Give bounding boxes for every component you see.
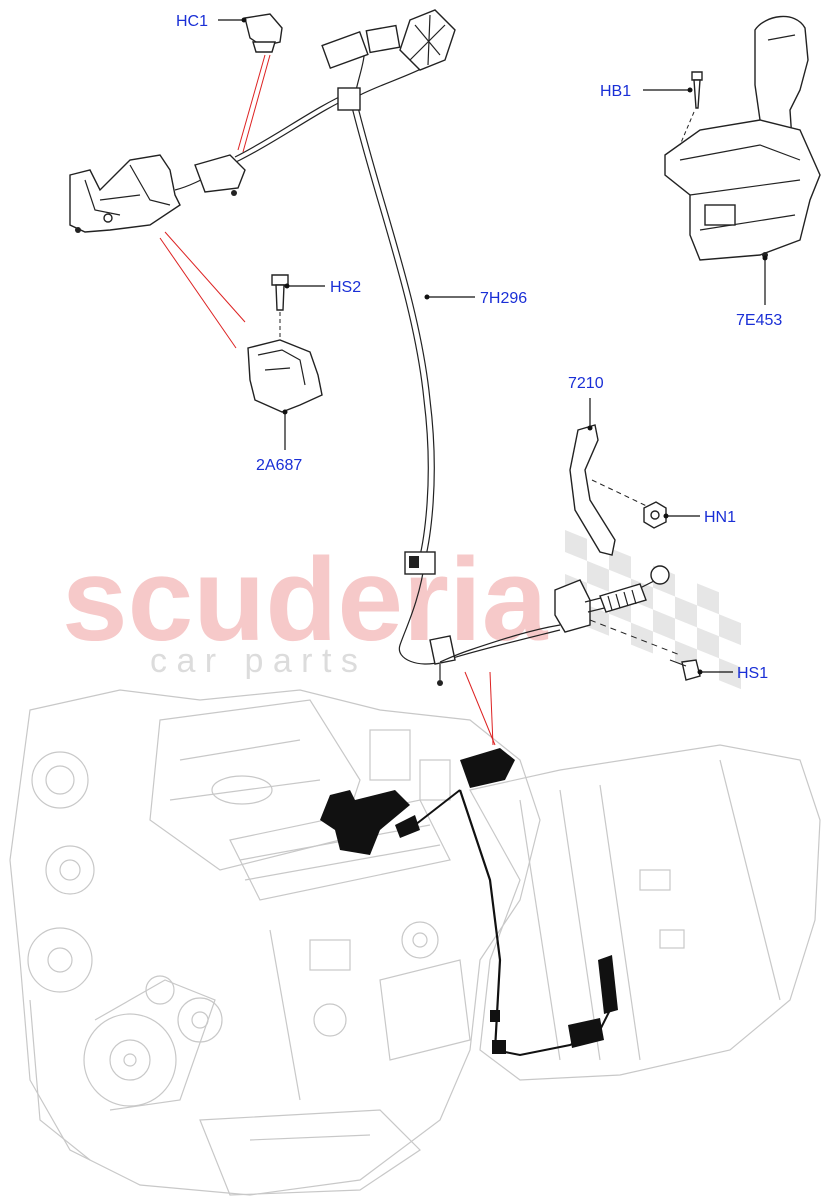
bracket-assembly-left: [69, 154, 246, 233]
screw-hs1: [669, 659, 701, 681]
callout-hs1: HS1: [737, 665, 768, 682]
callout-hb1: HB1: [600, 83, 631, 100]
watermark-brand: scuderia: [62, 534, 549, 666]
callout-7e453: 7E453: [736, 312, 782, 329]
gear-shifter-7e453: [664, 15, 821, 261]
screw-hs2: [271, 274, 289, 340]
cable-bracket-7210: [569, 424, 656, 556]
watermark-tagline: c a r p a r t s: [150, 642, 358, 680]
callout-2a687: 2A687: [256, 457, 302, 474]
watermark: scuderia c a r p a r t s: [62, 530, 741, 690]
bolt-hb1: [679, 71, 703, 146]
callout-leaders: [218, 17, 768, 675]
harness-7h296: [174, 9, 561, 686]
callout-labels: HC1 HB1 HS2 7H296 7E453 2A687 7210 HN1 H…: [176, 13, 782, 682]
clip-hc1: [244, 13, 283, 53]
bracket-2a687: [247, 339, 323, 413]
gear-cable: [439, 565, 681, 663]
callout-hn1: HN1: [704, 509, 736, 526]
engine-transmission-assembly: [9, 689, 821, 1196]
reference-lines: [159, 54, 496, 746]
nut-hn1: [643, 501, 667, 529]
callout-hc1: HC1: [176, 13, 208, 30]
fan-connector: [399, 9, 456, 71]
callout-hs2: HS2: [330, 279, 361, 296]
engine-harness-highlight: [320, 748, 618, 1057]
checkered-flag-graphic: [565, 530, 741, 690]
callout-7210: 7210: [568, 375, 604, 392]
callout-7h296: 7H296: [480, 290, 527, 307]
